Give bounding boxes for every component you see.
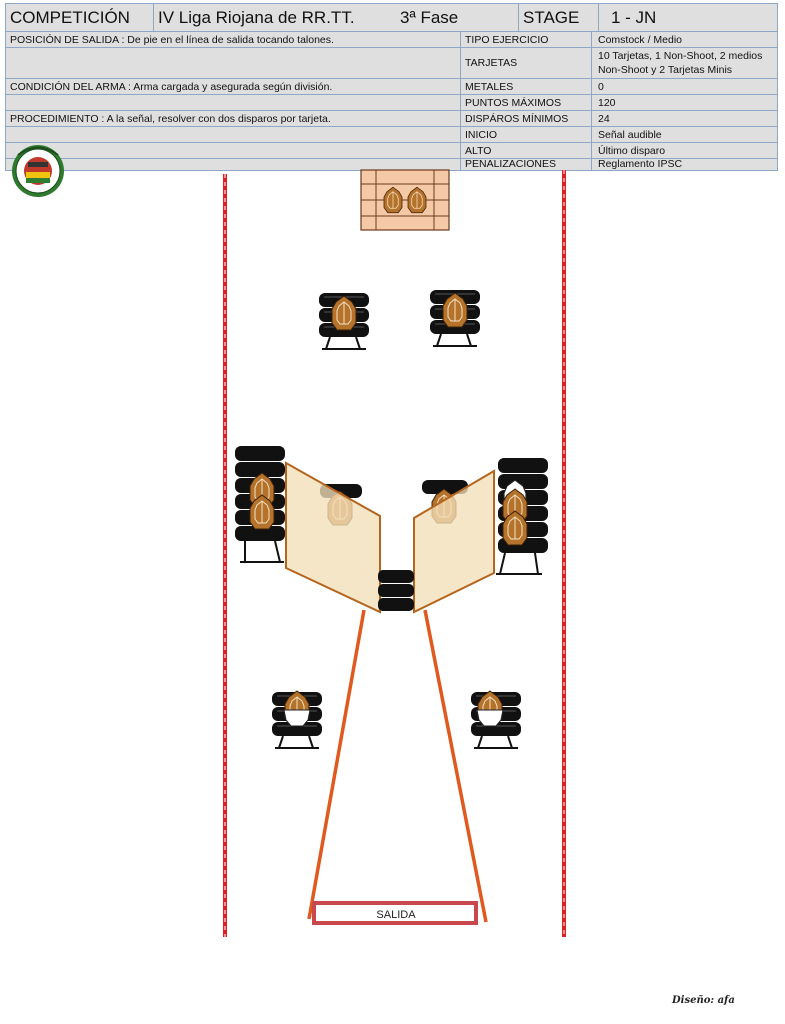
blank-row-2 — [6, 95, 461, 111]
blank-row-1 — [6, 48, 461, 79]
stage-value: 1 - JN — [599, 4, 777, 32]
field-value-disparos: 24 — [592, 111, 777, 127]
start-position-text: POSICIÓN DE SALIDA : De pie en el línea … — [6, 32, 461, 48]
field-label-puntos: PUNTOS MÁXIMOS — [461, 95, 592, 111]
competition-name: IV Liga Riojana de RR.TT. — [158, 8, 355, 27]
fault-line-right — [423, 609, 488, 923]
field-value-alto: Último disparo — [592, 143, 777, 159]
stand-lower-left — [271, 690, 323, 749]
field-value-puntos: 120 — [592, 95, 777, 111]
field-value-inicio: Señal audible — [592, 127, 777, 143]
field-label-disparos: DISPÁROS MÍNIMOS — [461, 111, 592, 127]
pallet-mini-targets — [360, 169, 450, 231]
start-box — [312, 901, 478, 925]
blank-row-5 — [6, 159, 461, 170]
field-label-tarjetas: TARJETAS — [461, 48, 592, 79]
stand-upper-left — [318, 292, 370, 350]
wall-left — [285, 461, 381, 614]
field-label-metales: METALES — [461, 79, 592, 95]
competition-phase: 3ª Fase — [400, 8, 459, 27]
stand-center-right — [422, 480, 468, 524]
field-label-tipo: TIPO EJERCICIO — [461, 32, 592, 48]
club-logo-icon — [12, 145, 64, 197]
start-box-label: SALIDA — [376, 909, 416, 921]
center-tire-barrel — [378, 570, 414, 611]
stand-upper-right — [429, 289, 481, 347]
competition-name-cell: IV Liga Riojana de RR.TT. 3ª Fase — [154, 4, 519, 32]
field-value-tarjetas: 10 Tarjetas, 1 Non-Shoot, 2 medios Non-S… — [592, 48, 777, 79]
fault-line-left — [307, 609, 366, 920]
stage-header-table: COMPETICIÓN IV Liga Riojana de RR.TT. 3ª… — [5, 3, 778, 171]
field-value-tipo: Comstock / Medio — [592, 32, 777, 48]
blank-row-4 — [6, 143, 461, 159]
stand-right-tall — [496, 458, 548, 575]
field-label-alto: ALTO — [461, 143, 592, 159]
stand-left-tall — [235, 446, 285, 563]
field-value-metales: 0 — [592, 79, 777, 95]
field-label-penalizaciones: PENALIZACIONES — [461, 159, 592, 170]
blank-row-3 — [6, 127, 461, 143]
competition-label: COMPETICIÓN — [6, 4, 154, 32]
procedure-text: PROCEDIMIENTO : A la señal, resolver con… — [6, 111, 461, 127]
design-credit: Diseño: afa — [672, 995, 735, 1006]
wall-right — [413, 469, 495, 614]
stage-label: STAGE — [519, 4, 599, 32]
field-value-penalizaciones: Reglamento IPSC — [598, 159, 683, 170]
weapon-condition-text: CONDICIÓN DEL ARMA : Arma cargada y aseg… — [6, 79, 461, 95]
field-label-inicio: INICIO — [461, 127, 592, 143]
stand-lower-right — [470, 690, 522, 749]
